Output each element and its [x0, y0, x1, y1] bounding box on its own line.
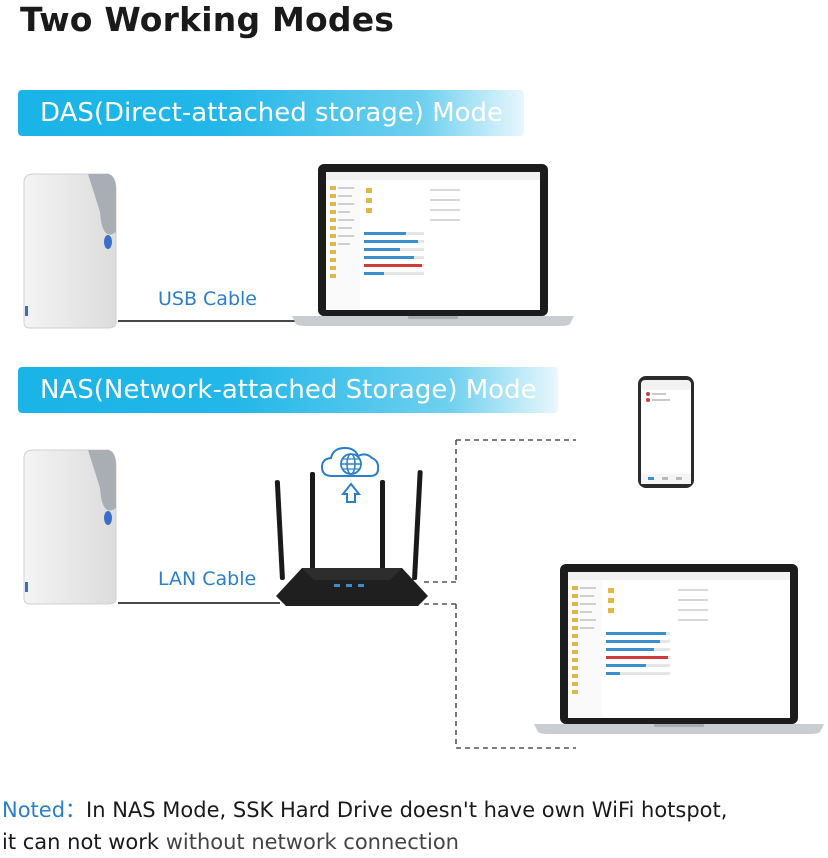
hard-drive-icon [23, 173, 117, 329]
lan-cable-line [118, 602, 280, 604]
note-text: Noted：In NAS Mode, SSK Hard Drive doesn'… [2, 794, 828, 858]
usb-cable-line [118, 320, 298, 322]
router-icon [274, 470, 428, 606]
note-line2-rest: without network connection [159, 830, 459, 854]
note-line1-text: In NAS Mode, SSK Hard Drive doesn't have… [86, 798, 728, 822]
laptop-icon [534, 564, 824, 734]
hard-drive-icon [23, 449, 117, 605]
page-title: Two Working Modes [20, 0, 395, 39]
note-line2-strong: it can not work [2, 830, 160, 854]
note-line-2: it can not work without network connecti… [2, 826, 828, 858]
usb-cable-label: USB Cable [158, 288, 257, 310]
lan-cable-label: LAN Cable [158, 568, 257, 590]
note-line-1: Noted：In NAS Mode, SSK Hard Drive doesn'… [2, 794, 828, 826]
note-prefix: Noted： [2, 798, 87, 822]
cloud-globe-icon [320, 446, 380, 503]
nas-mode-banner: NAS(Network-attached Storage) Mode [18, 367, 558, 413]
smartphone-icon [638, 376, 694, 488]
das-mode-banner: DAS(Direct-attached storage) Mode [18, 90, 524, 136]
network-dashed-lines [424, 439, 576, 749]
laptop-icon [292, 164, 574, 326]
